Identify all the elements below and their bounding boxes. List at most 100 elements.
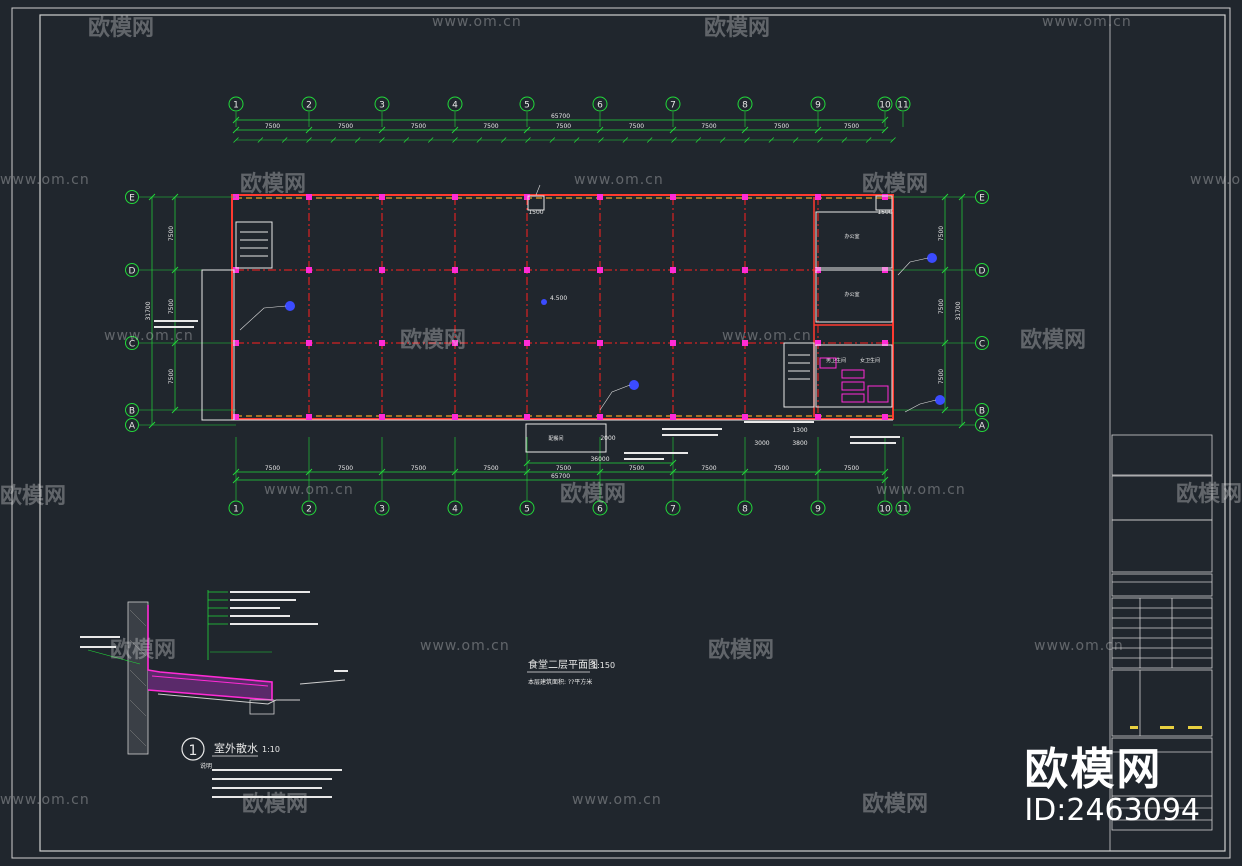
detail-title: 室外散水 [214,741,258,755]
axis-bubble [895,500,911,516]
axis-number-9: 9 [815,101,821,111]
column [524,267,530,273]
dim-tick [549,137,556,143]
column [670,267,676,273]
door-dim: 2000 [600,435,615,442]
column [597,414,603,420]
axis-number-4: 4 [452,505,458,515]
column [379,267,385,273]
column [524,340,530,346]
axis-bubble [975,190,989,204]
dim-tick [378,126,386,134]
axis-bubble [975,403,989,417]
axis-number-11: 11 [897,505,908,515]
dim-tick [890,137,896,143]
dim-tick [305,126,313,134]
column [306,340,312,346]
dim-value: 7500 [844,465,859,472]
axis-number-6: 6 [597,505,603,515]
dim-value: 7500 [701,465,716,472]
dim-value: 7500 [411,465,426,472]
dim-tick [841,137,848,143]
dim-value: 7500 [265,465,280,472]
column [742,194,748,200]
dimension-lines [148,116,966,484]
axis-letter-A: A [979,422,986,432]
axis-bubble [975,418,989,432]
door-dim: 3800 [792,440,807,447]
dim-value: 7500 [556,465,571,472]
dim-tick [573,137,580,143]
dim-value: 31700 [145,301,152,320]
dim-value: 7500 [168,369,175,384]
axis-number-5: 5 [524,505,530,515]
door-dim: 1500 [528,209,543,216]
dim-tick [671,137,677,143]
axis-bubble [810,500,826,516]
column [524,194,530,200]
dim-value: 7500 [265,123,280,130]
column [742,267,748,273]
axis-letter-A: A [129,422,136,432]
dim-value: 7500 [338,123,353,130]
dim-tick [719,137,726,143]
walls [231,194,894,421]
dim-value: 65700 [551,473,570,480]
axis-number-1: 1 [233,101,239,111]
plan-scale: 1:150 [592,661,615,670]
elevation-label: 4.500 [550,295,567,302]
dim-value: 31700 [955,301,962,320]
apron-detail: 1 室外散水 1:10 [80,590,348,798]
dim-value: 7500 [168,226,175,241]
dim-value: 7500 [701,123,716,130]
inner-frame [39,14,1226,852]
plan-title: 食堂二层平面图 [528,658,598,671]
column [742,340,748,346]
column [815,194,821,200]
detail-scale: 1:10 [262,745,280,754]
axis-letter-C: C [129,340,135,350]
axis-bubble [592,96,608,112]
column [379,340,385,346]
column [670,414,676,420]
dim-tick [817,137,823,143]
brand-id: ID:2463094 [1024,793,1200,828]
room-label: 配餐间 [548,435,563,442]
dim-value: 36000 [590,456,609,463]
callout-markers [285,253,945,405]
dim-value: 7500 [629,123,644,130]
column [597,267,603,273]
plan-details [201,195,893,453]
dim-tick [744,137,750,143]
dim-tick [233,137,239,143]
column [306,414,312,420]
dim-tick [622,137,629,143]
axis-number-10: 10 [879,101,891,111]
dim-tick [306,137,312,143]
axis-bubble [301,96,317,112]
axis-bubble [737,96,753,112]
dim-tick [523,126,531,134]
axis-bubble [125,418,139,432]
axis-bubble [877,96,893,112]
brand-name: 欧模网 [1024,744,1163,795]
outer-frame [11,7,1231,859]
axis-bubble [125,190,139,204]
axis-number-3: 3 [379,505,385,515]
column [815,340,821,346]
dim-tick [669,126,677,134]
dim-tick [452,137,458,143]
axis-grid [236,197,893,417]
dim-value: 7500 [938,226,945,241]
dim-tick [741,126,749,134]
dim-tick [330,137,337,143]
column [306,194,312,200]
axis-bubble [519,96,535,112]
column [379,414,385,420]
dim-value: 7500 [338,465,353,472]
dim-tick [281,137,288,143]
column [452,340,458,346]
axis-number-9: 9 [815,505,821,515]
axis-letter-E: E [979,194,985,204]
